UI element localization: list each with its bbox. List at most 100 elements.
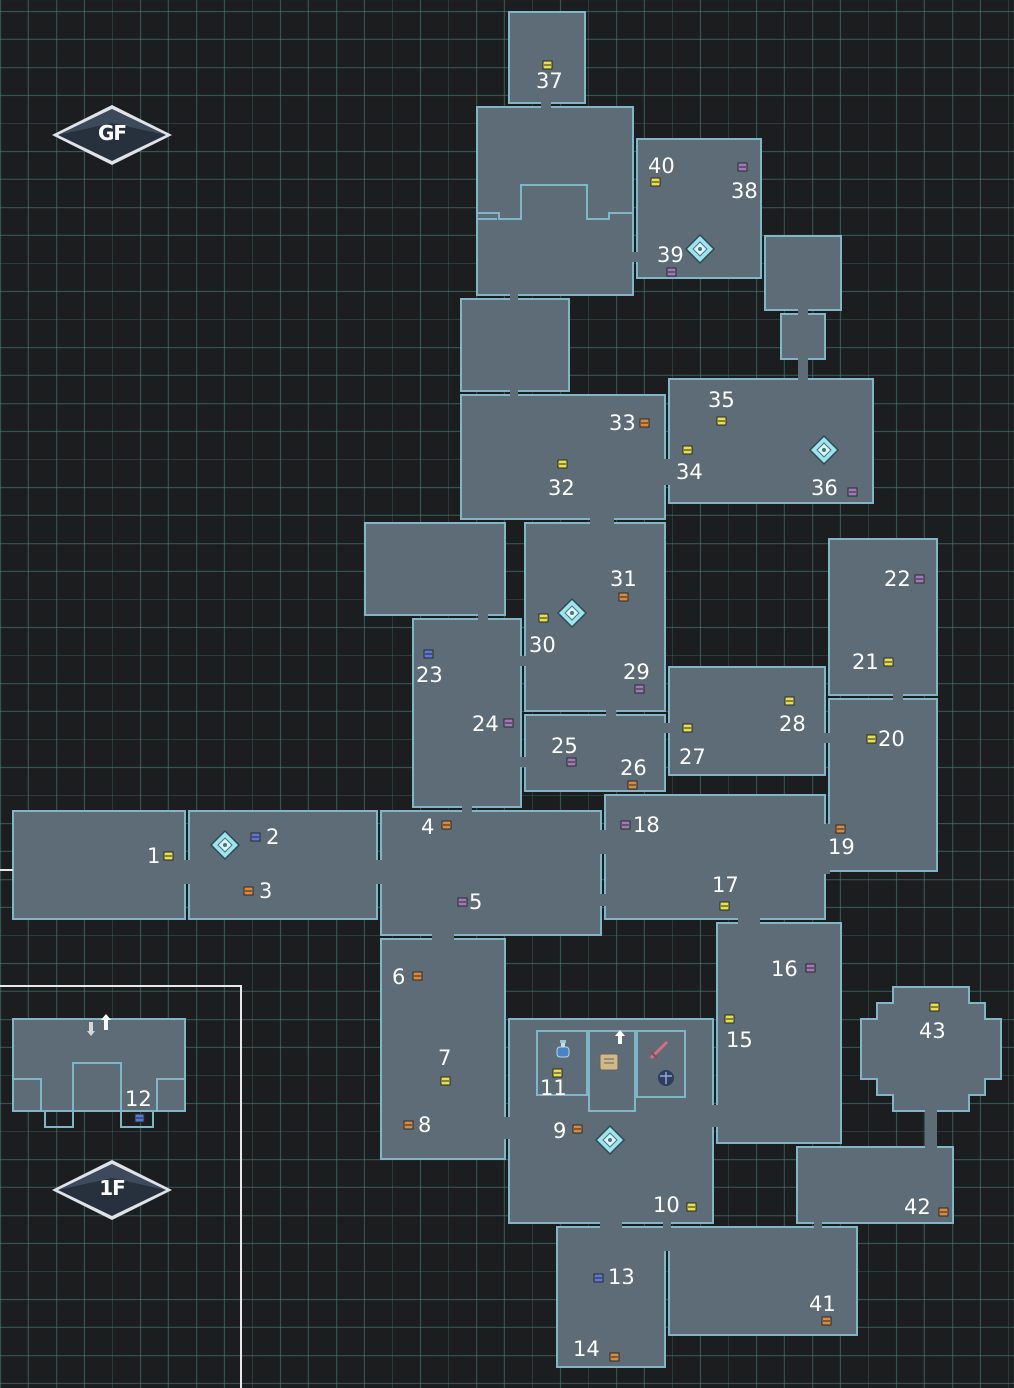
chest-number: 9 bbox=[553, 1119, 566, 1143]
scroll-icon bbox=[599, 1053, 619, 1071]
room bbox=[668, 666, 826, 776]
door bbox=[462, 805, 472, 813]
floor-label-1f[interactable]: 1F bbox=[50, 1158, 174, 1222]
warp-crystal-icon[interactable] bbox=[556, 597, 588, 629]
chest-number: 14 bbox=[573, 1337, 600, 1361]
room bbox=[508, 11, 586, 104]
door bbox=[519, 757, 527, 767]
potion-icon bbox=[556, 1040, 570, 1058]
door bbox=[711, 1105, 719, 1127]
chest-number: 8 bbox=[418, 1113, 431, 1137]
chest-number: 40 bbox=[648, 154, 675, 178]
shop-room bbox=[588, 1030, 636, 1112]
chest-number: 27 bbox=[679, 745, 706, 769]
room bbox=[412, 618, 522, 808]
chest-number: 23 bbox=[416, 663, 443, 687]
chest-number: 7 bbox=[438, 1046, 451, 1070]
warp-crystal-icon[interactable] bbox=[808, 434, 840, 466]
diamond-badge-icon bbox=[52, 1160, 172, 1220]
chest-number: 18 bbox=[633, 813, 660, 837]
room bbox=[636, 138, 762, 279]
chest-number: 5 bbox=[469, 890, 482, 914]
scales-icon bbox=[658, 1070, 674, 1086]
door bbox=[663, 723, 671, 733]
door bbox=[432, 933, 454, 941]
chest-number: 41 bbox=[809, 1292, 836, 1316]
room bbox=[828, 698, 938, 872]
chest-number: 4 bbox=[421, 815, 434, 839]
chest-number: 11 bbox=[540, 1076, 567, 1100]
room bbox=[668, 378, 874, 504]
door bbox=[798, 308, 808, 316]
chest-number: 43 bbox=[919, 1019, 946, 1043]
floor-boundary bbox=[0, 985, 242, 1388]
room bbox=[364, 522, 506, 616]
door bbox=[478, 613, 488, 621]
chest-number: 12 bbox=[125, 1087, 152, 1111]
floor-label-gf[interactable]: GF bbox=[50, 103, 174, 167]
chest-number: 36 bbox=[811, 476, 838, 500]
room bbox=[380, 810, 602, 936]
room bbox=[12, 810, 186, 920]
chest-number: 37 bbox=[536, 69, 563, 93]
chest-number: 28 bbox=[779, 712, 806, 736]
room bbox=[604, 794, 826, 920]
room bbox=[380, 938, 506, 1160]
shop-room bbox=[536, 1030, 588, 1096]
door bbox=[663, 1221, 671, 1251]
room bbox=[716, 922, 842, 1144]
map-rooms bbox=[12, 11, 1002, 1368]
door bbox=[798, 357, 808, 381]
sword-icon bbox=[649, 1040, 669, 1060]
chest-number: 35 bbox=[708, 388, 735, 412]
room bbox=[764, 235, 842, 311]
door bbox=[590, 517, 614, 525]
chest-number: 16 bbox=[771, 957, 798, 981]
chest-number: 29 bbox=[623, 660, 650, 684]
floor-label-text: 1F bbox=[99, 1176, 126, 1200]
door bbox=[510, 389, 518, 397]
room bbox=[188, 810, 378, 920]
shop-room bbox=[636, 1030, 686, 1098]
door bbox=[541, 101, 551, 109]
chest-number: 21 bbox=[852, 650, 879, 674]
door bbox=[375, 860, 383, 884]
door bbox=[503, 1117, 511, 1139]
chest-number: 1 bbox=[147, 844, 160, 868]
room bbox=[780, 313, 826, 360]
chest-number: 17 bbox=[712, 873, 739, 897]
chest-number: 10 bbox=[653, 1193, 680, 1217]
stairs-icon bbox=[87, 1014, 111, 1036]
door bbox=[600, 1221, 622, 1229]
door bbox=[599, 894, 607, 906]
door bbox=[183, 860, 191, 884]
stairs-icon bbox=[615, 1030, 625, 1044]
chest-number: 31 bbox=[610, 567, 637, 591]
chest-number: 26 bbox=[620, 756, 647, 780]
warp-crystals bbox=[209, 233, 840, 1156]
map-edge-marker bbox=[0, 869, 13, 871]
chest-number: 32 bbox=[548, 476, 575, 500]
warp-crystal-icon[interactable] bbox=[684, 233, 716, 265]
room bbox=[556, 1226, 666, 1368]
door bbox=[663, 459, 671, 485]
door bbox=[599, 830, 607, 854]
warp-crystal-icon[interactable] bbox=[594, 1124, 626, 1156]
door bbox=[738, 917, 760, 925]
room bbox=[796, 1146, 954, 1224]
map-doors bbox=[183, 101, 937, 1251]
room bbox=[524, 714, 666, 792]
room bbox=[828, 538, 938, 696]
chest-number: 25 bbox=[551, 734, 578, 758]
room bbox=[860, 986, 1002, 1112]
diamond-badge-icon bbox=[52, 105, 172, 165]
warp-crystal-icon[interactable] bbox=[209, 829, 241, 861]
chest-number: 33 bbox=[609, 411, 636, 435]
chest-number: 20 bbox=[878, 727, 905, 751]
chest-number: 24 bbox=[472, 712, 499, 736]
chest-number: 22 bbox=[884, 567, 911, 591]
chest-number: 19 bbox=[828, 835, 855, 859]
door bbox=[925, 1109, 937, 1149]
